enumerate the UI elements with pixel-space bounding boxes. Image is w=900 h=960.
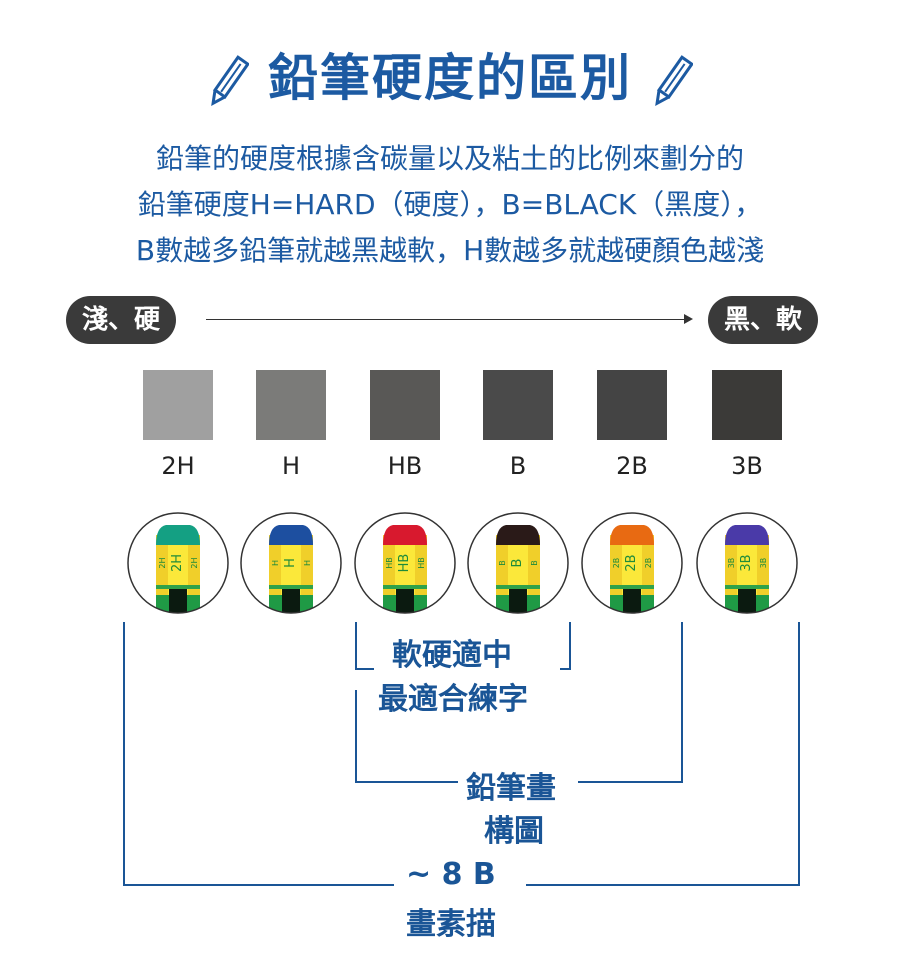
svg-text:B: B [530, 560, 539, 566]
writing-sublabel: 最適合練字 [378, 682, 528, 717]
svg-text:2H: 2H [158, 557, 167, 568]
drawing-label: 鉛筆畫 [466, 771, 556, 806]
pencil-HB-icon: HB HB HB [354, 512, 456, 614]
drawing-sublabel: 構圖 [484, 814, 544, 849]
svg-text:H: H [271, 560, 280, 566]
pencil-icon [655, 54, 694, 106]
svg-text:HB: HB [397, 554, 412, 573]
svg-text:B: B [510, 559, 525, 568]
drawing-bracket [355, 622, 683, 783]
description-line: 鉛筆的硬度根據含碳量以及粘土的比例來劃分的 [155, 142, 744, 175]
pencil-icon [210, 54, 249, 106]
sketch-grade-label: ~ 8 B [406, 857, 496, 892]
swatch-B [483, 370, 553, 440]
grade-label: 2B [616, 452, 648, 480]
svg-text:2B: 2B [644, 558, 653, 569]
description: 鉛筆的硬度根據含碳量以及粘土的比例來劃分的 鉛筆硬度H=HARD（硬度），B=B… [0, 136, 900, 274]
swatch-3B [712, 370, 782, 440]
writing-label: 軟硬適中 [392, 638, 512, 673]
pencil-3B-icon: 3B 3B 3B [696, 512, 798, 614]
arrowhead-icon [684, 314, 693, 324]
svg-text:2H: 2H [190, 557, 199, 568]
writing-bracket [355, 622, 571, 670]
dark-soft-label: 黑、軟 [708, 296, 819, 344]
swatch-H [256, 370, 326, 440]
page-title: 鉛筆硬度的區別 [0, 38, 900, 112]
sketch-bracket [123, 622, 800, 886]
svg-text:H: H [303, 560, 312, 566]
swatch-2B [597, 370, 667, 440]
scale-arrow [206, 319, 686, 320]
swatch-HB [370, 370, 440, 440]
grade-label: 2H [161, 452, 195, 480]
svg-text:3B: 3B [759, 558, 768, 569]
svg-text:2H: 2H [170, 554, 185, 572]
svg-text:HB: HB [417, 557, 426, 569]
swatch-2H [143, 370, 213, 440]
grade-label: H [281, 452, 301, 480]
svg-text:H: H [283, 558, 298, 568]
grade-label: B [509, 452, 527, 480]
svg-text:HB: HB [385, 557, 394, 569]
pencil-2H-icon: 2H 2H 2H [127, 512, 229, 614]
description-line: B數越多鉛筆就越黑越軟，H數越多就越硬顏色越淺 [135, 234, 765, 267]
svg-text:B: B [498, 560, 507, 566]
grade-label: 3B [731, 452, 763, 480]
description-line: 鉛筆硬度H=HARD（硬度），B=BLACK（黑度）， [137, 188, 763, 221]
svg-text:2B: 2B [612, 558, 621, 569]
grade-label: HB [387, 452, 423, 480]
pencil-B-icon: B B B [467, 512, 569, 614]
svg-text:3B: 3B [739, 554, 754, 571]
pencil-H-icon: H H H [240, 512, 342, 614]
light-hard-label: 淺、硬 [66, 296, 177, 344]
svg-text:3B: 3B [727, 558, 736, 569]
title-text: 鉛筆硬度的區別 [268, 49, 632, 107]
pencil-2B-icon: 2B 2B 2B [581, 512, 683, 614]
svg-text:2B: 2B [624, 554, 639, 571]
sketch-label: 畫素描 [406, 907, 496, 942]
